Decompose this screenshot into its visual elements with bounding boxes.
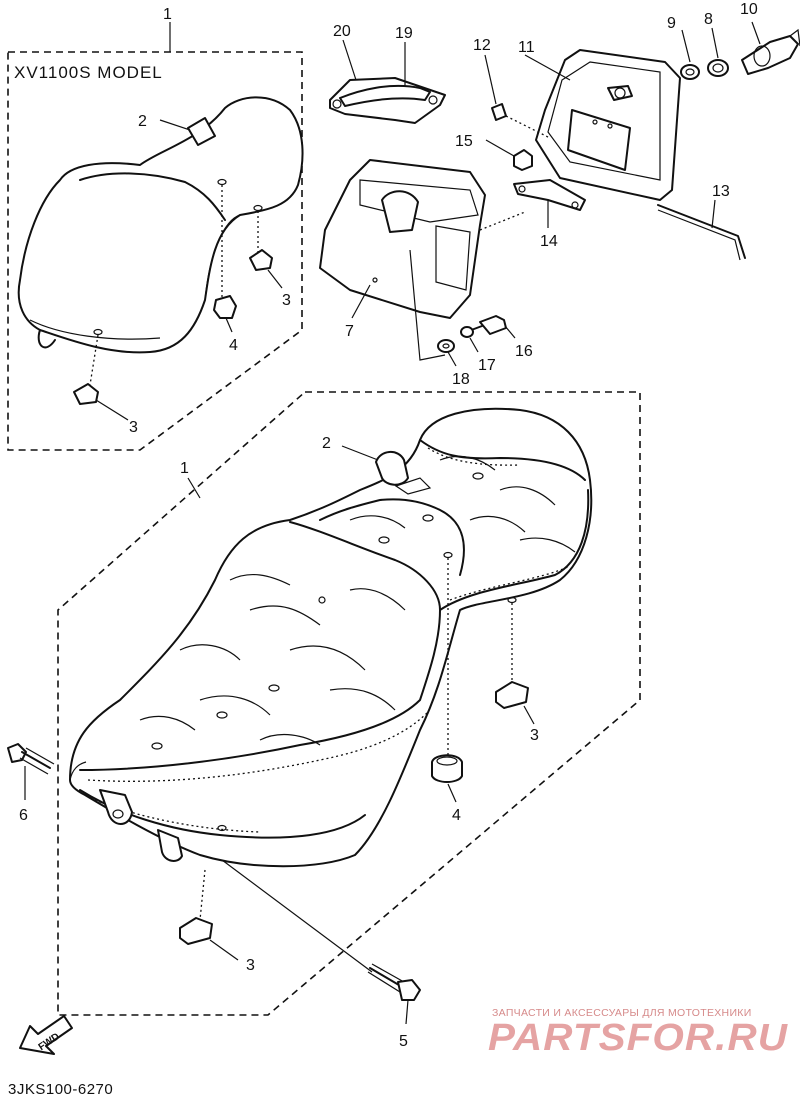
label-part-2-top: 2 [138,113,147,130]
damper-4-top [213,295,237,319]
label-part-15: 15 [455,133,473,150]
storage-case-group: 11 12 9 8 10 15 14 13 [455,1,800,261]
nut-8 [707,59,729,77]
label-part-16: 16 [515,343,533,360]
washer-9 [680,64,700,80]
label-part-3-top-a: 3 [282,292,291,309]
label-part-5: 5 [399,1033,408,1050]
strap-19 [339,84,431,107]
rod-13 [657,204,746,259]
watermark-tagline: ЗАПЧАСТИ И АКСЕССУАРЫ ДЛЯ МОТОТЕХНИКИ [492,1007,752,1019]
damper-4-main [431,754,463,783]
label-part-4-main: 4 [452,807,461,824]
model-label: XV1100S MODEL [14,63,163,82]
label-part-9: 9 [667,15,676,32]
label-part-3-top-b: 3 [129,419,138,436]
label-part-20: 20 [333,23,351,40]
watermark: ЗАПЧАСТИ И АКСЕССУАРЫ ДЛЯ МОТОТЕХНИКИ PA… [488,1007,789,1059]
bolt-16 [479,315,507,335]
label-part-8: 8 [704,11,713,28]
label-part-17: 17 [478,357,496,374]
label-part-1-main: 1 [180,460,189,477]
bolt-6 [7,743,27,763]
fwd-arrow: FWD [19,1015,73,1055]
label-part-4-top: 4 [229,337,238,354]
washer-18 [437,339,455,353]
dual-seat-drawing [69,407,593,868]
label-part-12: 12 [473,37,491,54]
cover-group: 7 16 17 18 [319,159,533,388]
diagram-code: 3JKS100-6270 [8,1081,113,1098]
bracket-3-top-a [249,249,273,271]
label-part-19: 19 [395,25,413,42]
label-part-18: 18 [452,371,470,388]
label-part-3-main-a: 3 [530,727,539,744]
xv1100s-model-group: 1 XV1100S MODEL 2 3 4 [7,6,304,451]
main-dashed-box [57,391,641,1016]
nut-17 [460,326,474,338]
clip-12 [491,103,507,121]
bracket-14 [513,179,586,211]
strap-2-main [375,451,409,486]
watermark-logo: PARTSFOR.RU [488,1017,789,1059]
label-part-7: 7 [345,323,354,340]
model-dashed-box [7,51,303,451]
label-part-6: 6 [19,807,28,824]
main-seat-group: 1 [7,391,641,1050]
nut-15 [513,149,533,171]
strap-plate-group: 20 19 [329,23,446,124]
label-part-13: 13 [712,183,730,200]
bracket-3-main-a [495,681,529,709]
label-part-3-main-b: 3 [246,957,255,974]
single-seat-drawing: 2 [17,96,304,386]
label-part-11: 11 [518,39,535,56]
bracket-3-main-b [179,917,213,945]
cover-7 [319,159,486,319]
label-part-10: 10 [740,1,758,18]
label-part-2-main: 2 [322,435,331,452]
label-part-1-top: 1 [163,6,172,23]
bracket-3-top-b [73,383,99,405]
label-part-14: 14 [540,233,558,250]
